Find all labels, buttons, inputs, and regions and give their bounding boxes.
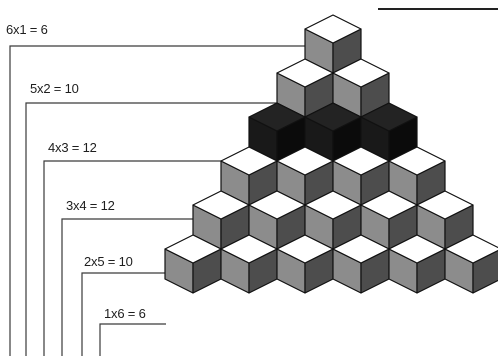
label-2x5: 2x5 = 10 <box>84 254 133 269</box>
label-6x1: 6x1 = 6 <box>6 22 48 37</box>
label-1x6: 1x6 = 6 <box>104 306 146 321</box>
cube-pyramid <box>165 15 498 293</box>
leader-line <box>100 324 166 356</box>
label-4x3: 4x3 = 12 <box>48 140 97 155</box>
equation-labels: 6x1 = 6 5x2 = 10 4x3 = 12 3x4 = 12 2x5 =… <box>6 22 146 321</box>
label-5x2: 5x2 = 10 <box>30 81 79 96</box>
label-3x4: 3x4 = 12 <box>66 198 115 213</box>
